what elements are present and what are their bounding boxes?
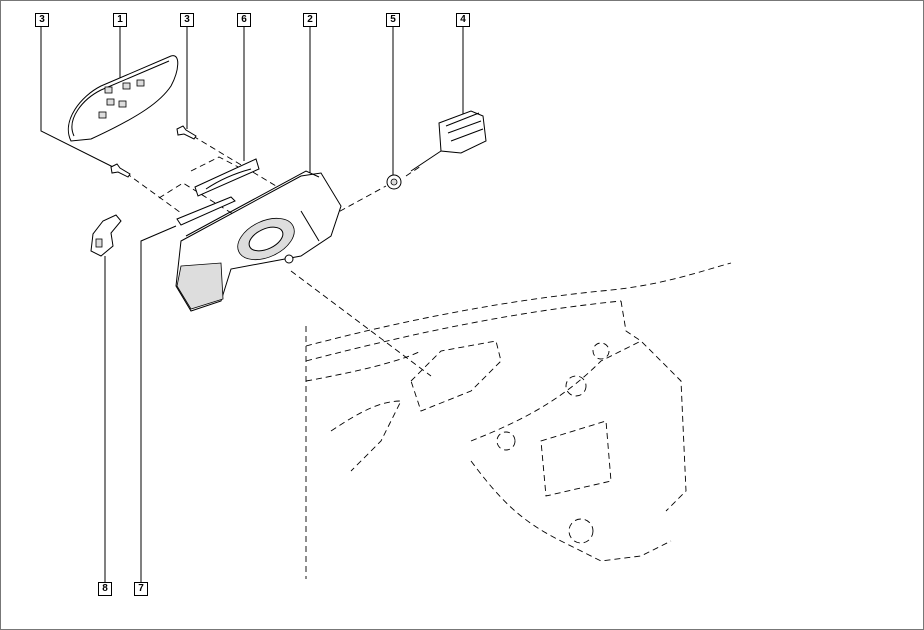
callout-3-right: 3 (180, 13, 194, 27)
callout-1: 1 (113, 13, 127, 27)
grommet-part (386, 174, 402, 190)
leader-lines (40, 26, 464, 583)
callout-2: 2 (303, 13, 317, 27)
callout-5: 5 (386, 13, 400, 27)
callout-3-left: 3 (35, 13, 49, 27)
callout-4: 4 (456, 13, 470, 27)
callout-7: 7 (134, 582, 148, 596)
clip-part (90, 214, 122, 257)
callout-8: 8 (98, 582, 112, 596)
actuator-part (410, 110, 487, 172)
strip-part (176, 196, 236, 226)
vehicle-body-outline (305, 262, 732, 579)
housing-part (175, 170, 342, 312)
seal-part (194, 158, 260, 197)
assembly-lines (125, 135, 432, 377)
callout-6: 6 (237, 13, 251, 27)
screw-parts (110, 125, 197, 178)
lens-part (67, 55, 179, 142)
